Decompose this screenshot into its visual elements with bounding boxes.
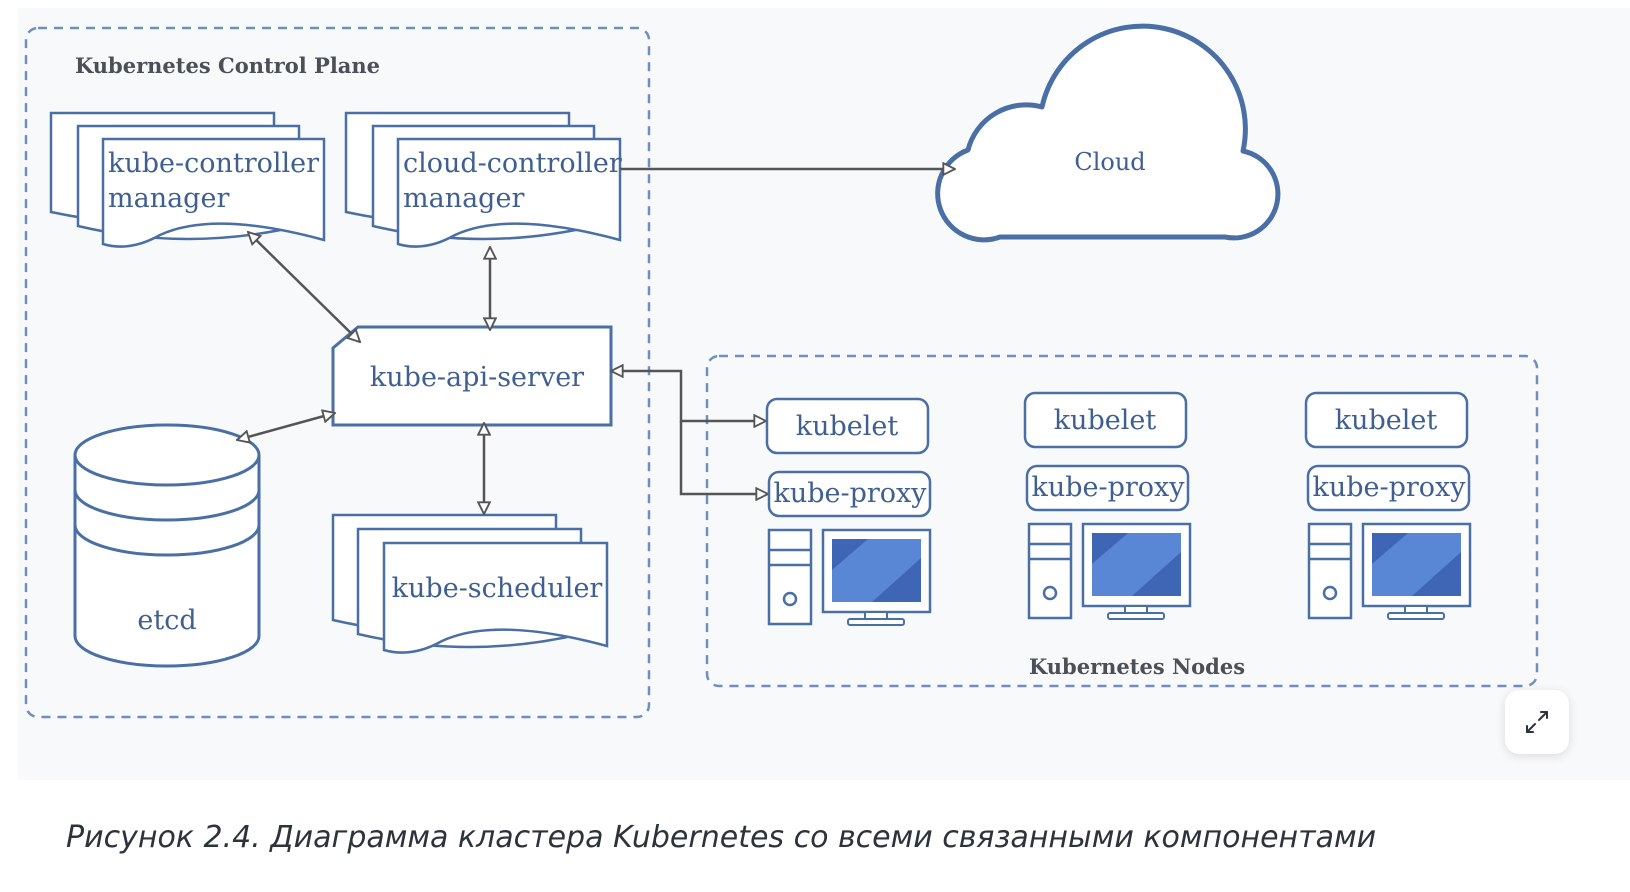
nodes-boundary bbox=[705, 354, 1539, 688]
kubernetes-cluster-diagram: Kubernetes Control Plane Kubernetes Node… bbox=[24, 23, 1539, 719]
kube-proxy-box bbox=[1025, 464, 1190, 512]
figure-caption: Рисунок 2.4. Диаграмма кластера Kubernet… bbox=[66, 820, 1377, 855]
kube-controller-manager bbox=[49, 111, 326, 248]
kube-proxy-box bbox=[1306, 464, 1471, 512]
expand-button[interactable] bbox=[1505, 690, 1569, 754]
kube-proxy-label: kube-proxy bbox=[773, 478, 927, 509]
nodes-label: Kubernetes Nodes bbox=[1029, 654, 1245, 679]
control-plane-label: Kubernetes Control Plane bbox=[75, 53, 380, 78]
computer-icon bbox=[1027, 522, 1192, 620]
computer-icon bbox=[1307, 522, 1472, 620]
etcd-database bbox=[73, 423, 261, 668]
node-3: kubelet kube-proxy bbox=[1304, 391, 1472, 620]
arrow-controller-api bbox=[248, 232, 360, 342]
cloud-controller-manager bbox=[344, 111, 622, 248]
kubelet-box bbox=[765, 397, 930, 455]
arrow-etcd-api bbox=[237, 413, 335, 440]
kube-proxy-box bbox=[767, 470, 932, 518]
kubelet-label: kubelet bbox=[1335, 405, 1438, 436]
cloud-label: Cloud bbox=[1074, 148, 1145, 176]
cloud-shape bbox=[935, 23, 1281, 243]
cloud-controller-manager-line2: manager bbox=[403, 183, 524, 214]
node-1: kubelet kube-proxy bbox=[765, 397, 932, 626]
kubelet-box bbox=[1023, 391, 1188, 449]
arrow-api-kubelet bbox=[611, 371, 766, 421]
expand-icon bbox=[1526, 711, 1548, 733]
kube-controller-manager-line1: kube-controller bbox=[108, 148, 319, 179]
cloud-controller-manager-line1: cloud-controller bbox=[403, 148, 622, 179]
kube-proxy-label: kube-proxy bbox=[1312, 472, 1466, 503]
arrow-api-kube-proxy bbox=[679, 421, 768, 494]
etcd-label: etcd bbox=[137, 605, 196, 636]
computer-icon bbox=[767, 528, 932, 626]
kubelet-label: kubelet bbox=[796, 411, 899, 442]
kubelet-label: kubelet bbox=[1054, 405, 1157, 436]
kube-scheduler-label: kube-scheduler bbox=[392, 573, 603, 604]
kube-proxy-label: kube-proxy bbox=[1031, 472, 1185, 503]
kube-scheduler bbox=[331, 513, 609, 654]
kube-controller-manager-line2: manager bbox=[108, 183, 229, 214]
kubelet-box bbox=[1304, 391, 1469, 449]
kube-api-server-box bbox=[331, 325, 613, 427]
node-2: kubelet kube-proxy bbox=[1023, 391, 1192, 620]
kube-api-server-label: kube-api-server bbox=[370, 362, 584, 393]
